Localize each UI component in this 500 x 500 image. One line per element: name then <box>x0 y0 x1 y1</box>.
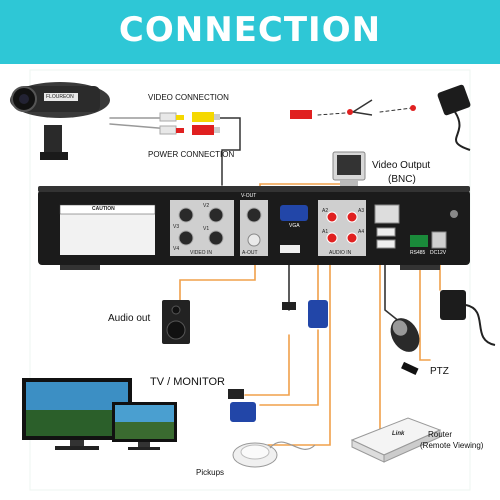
power-connection-label: POWER CONNECTION <box>148 150 235 159</box>
v2-label: V2 <box>203 203 210 209</box>
v-out-label: V-OUT <box>241 193 257 199</box>
usb-cable <box>384 254 401 323</box>
rca-a-out <box>247 233 261 247</box>
rca-a4 <box>346 232 358 244</box>
dc-adapter <box>440 290 496 346</box>
banner-title: CONNECTION <box>118 10 382 50</box>
vga-cable-tv <box>259 329 319 406</box>
camera-lens-glass <box>19 94 29 104</box>
vga-port <box>280 205 308 221</box>
splitter-dot-2 <box>410 105 416 111</box>
pickup-microphone <box>232 441 316 468</box>
tv-monitors <box>22 378 177 450</box>
v3-label: V3 <box>173 224 180 230</box>
red-rca-plug <box>192 125 214 135</box>
power-dashed-line <box>317 112 346 116</box>
a-out-label: A-OUT <box>242 250 258 256</box>
dvr-caution-label: CAUTION <box>92 206 115 212</box>
usb-port-1 <box>376 227 396 237</box>
hdmi-port <box>280 245 300 253</box>
rs485-label: RS485 <box>410 250 426 256</box>
router-brand: Link <box>392 431 405 437</box>
dvr-caution-header <box>59 204 156 215</box>
bnc-v-out <box>246 207 262 223</box>
a1-label: A1 <box>322 229 329 235</box>
vga-plug-tv <box>230 402 256 422</box>
tv-monitor-label: TV / MONITOR <box>150 376 225 388</box>
camera-mount <box>44 125 62 155</box>
audio-in-cable <box>267 249 331 446</box>
video-output-monitor <box>332 151 366 186</box>
bnc-connector-white <box>159 112 177 122</box>
pickups-label: Pickups <box>196 468 225 477</box>
dvr-foot-right <box>400 265 440 270</box>
power-splitter <box>352 99 373 116</box>
a4-label: A4 <box>358 229 365 235</box>
video-in-panel <box>170 200 234 256</box>
v1-label: V1 <box>203 226 210 232</box>
red-plug-tip <box>176 128 184 133</box>
audio-in-label: AUDIO IN <box>329 250 352 256</box>
yellow-rca-tip <box>214 114 220 120</box>
power-connector-white <box>159 125 177 135</box>
video-output-bnc-label: (BNC) <box>388 174 416 185</box>
mouse <box>390 318 420 376</box>
bnc-v2 <box>208 207 224 223</box>
camera-base <box>40 152 68 160</box>
rs485-terminal <box>410 235 428 247</box>
bnc-v4 <box>178 230 194 246</box>
usb-port-2 <box>376 239 396 249</box>
hdmi-plug-tv <box>228 389 244 399</box>
a2-label: A2 <box>322 208 329 214</box>
vga-label: VGA <box>289 223 300 229</box>
router-label: Router <box>428 430 453 439</box>
power-plug <box>290 110 312 119</box>
rca-a2 <box>326 211 338 223</box>
splitter-dot <box>347 109 353 115</box>
dvr-unit <box>38 186 470 270</box>
bnc-v3 <box>178 207 194 223</box>
rs485-cable <box>419 261 431 361</box>
power-adapter-top <box>437 84 471 151</box>
dc12v-label: DC12V <box>430 250 447 256</box>
v4-label: V4 <box>173 246 180 252</box>
dvr-top-edge <box>38 186 470 192</box>
rca-a3 <box>346 211 358 223</box>
speaker <box>162 300 190 344</box>
bnc-v1 <box>208 230 224 246</box>
video-output-label: Video Output <box>372 160 431 171</box>
video-connection-label: VIDEO CONNECTION <box>148 93 229 102</box>
yellow-plug-tip <box>176 115 184 120</box>
vga-plug-top <box>308 300 328 328</box>
hdmi-plug-top <box>282 302 296 310</box>
camera-connectors <box>159 99 416 135</box>
bullet-camera <box>10 82 110 160</box>
background-pattern <box>29 69 471 491</box>
red-rca-tip <box>214 127 220 133</box>
rca-a1 <box>326 232 338 244</box>
audio-in-panel <box>318 200 366 256</box>
camera-brand-strip <box>44 93 78 101</box>
dvr-foot-left <box>60 265 100 270</box>
power-dashed-line-2 <box>379 107 413 113</box>
title-banner: CONNECTION <box>0 0 500 64</box>
router-sub-label: (Remote Viewing) <box>420 441 484 450</box>
yellow-video-lead <box>219 117 241 186</box>
yellow-rca-plug <box>192 112 214 122</box>
a3-label: A3 <box>358 208 365 214</box>
router <box>350 417 442 463</box>
cable-ends <box>228 300 328 422</box>
video-in-label: VIDEO IN <box>190 250 212 256</box>
ptz-label: PTZ <box>430 366 449 377</box>
dvr-screw <box>450 210 458 218</box>
dc12v-jack <box>431 231 447 249</box>
audio-out-label: Audio out <box>108 313 151 324</box>
lan-port <box>374 204 400 224</box>
hdmi-cable-tv <box>244 334 290 396</box>
camera-brand: FLOUREON <box>46 94 74 100</box>
